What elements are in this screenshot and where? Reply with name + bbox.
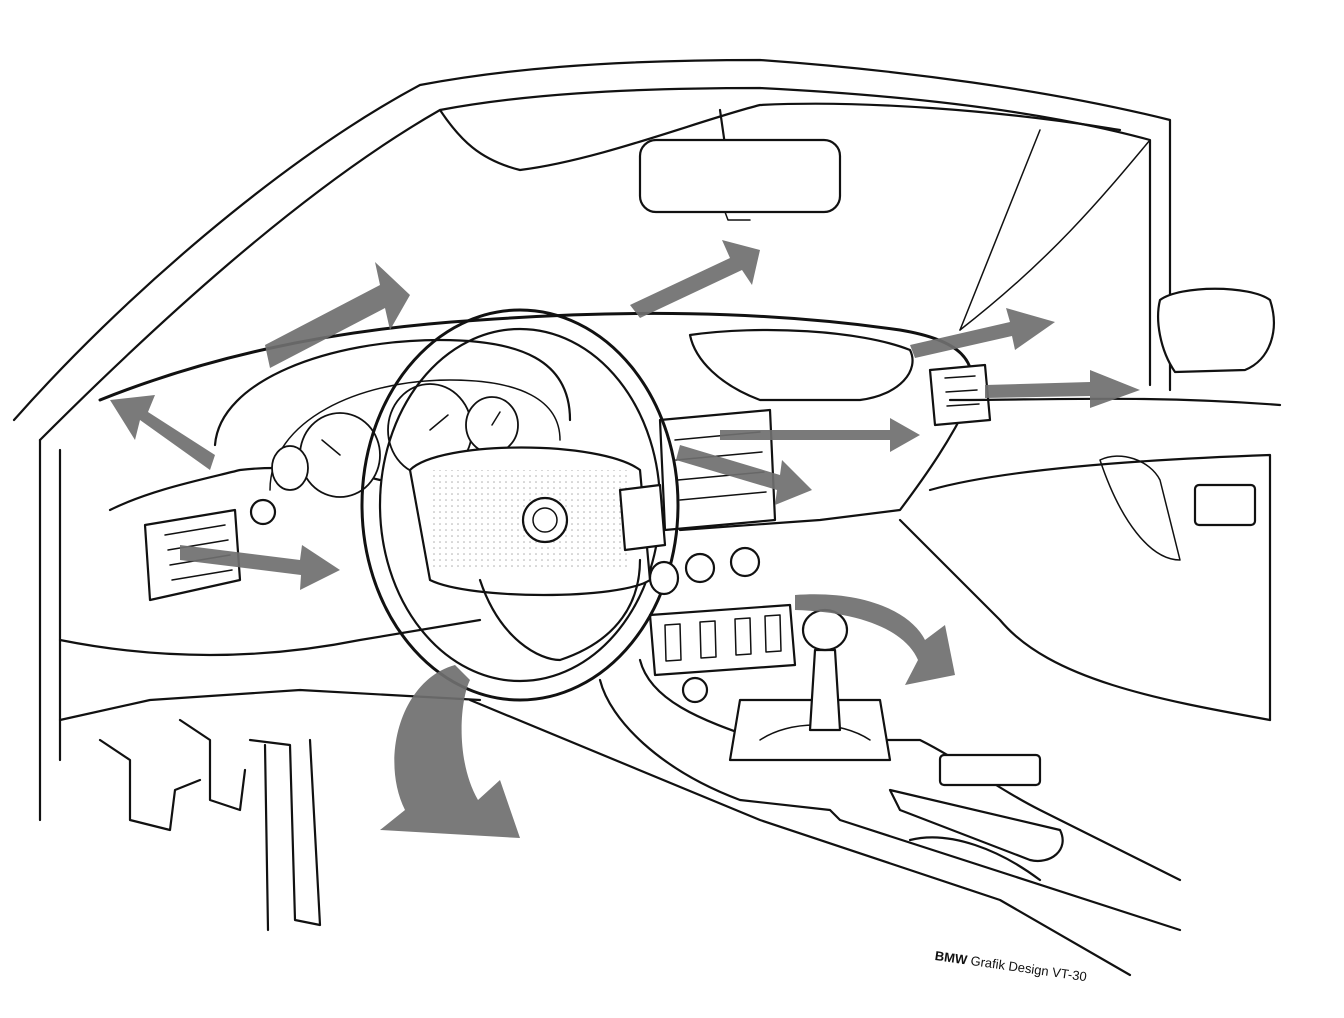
air-flow-arrow xyxy=(985,370,1140,408)
air-flow-arrow xyxy=(380,665,520,838)
gear-shifter xyxy=(728,608,892,762)
air-flow-arrow xyxy=(795,594,955,685)
handbrake xyxy=(888,753,1064,882)
pedals xyxy=(98,718,322,932)
floor-line xyxy=(468,698,1132,977)
side-mirror xyxy=(1157,287,1275,374)
steering-wheel xyxy=(360,308,680,702)
air-flow-arrow xyxy=(676,445,812,505)
door-panel xyxy=(898,397,1282,722)
air-flow-arrow xyxy=(110,395,215,470)
air-flow-arrow xyxy=(180,545,340,590)
air-flow-arrow xyxy=(720,418,920,452)
instrument-cluster xyxy=(271,383,519,498)
air-flow-arrow xyxy=(265,262,410,368)
center-console xyxy=(598,408,1182,932)
rear-view-mirror xyxy=(638,108,842,221)
air-flow-arrow xyxy=(630,240,760,318)
left-pillar xyxy=(38,438,482,822)
air-flow-arrow xyxy=(910,308,1055,358)
right-vent xyxy=(928,363,992,427)
windshield-frame xyxy=(12,58,1172,442)
air-flow-arrows xyxy=(110,240,1140,838)
